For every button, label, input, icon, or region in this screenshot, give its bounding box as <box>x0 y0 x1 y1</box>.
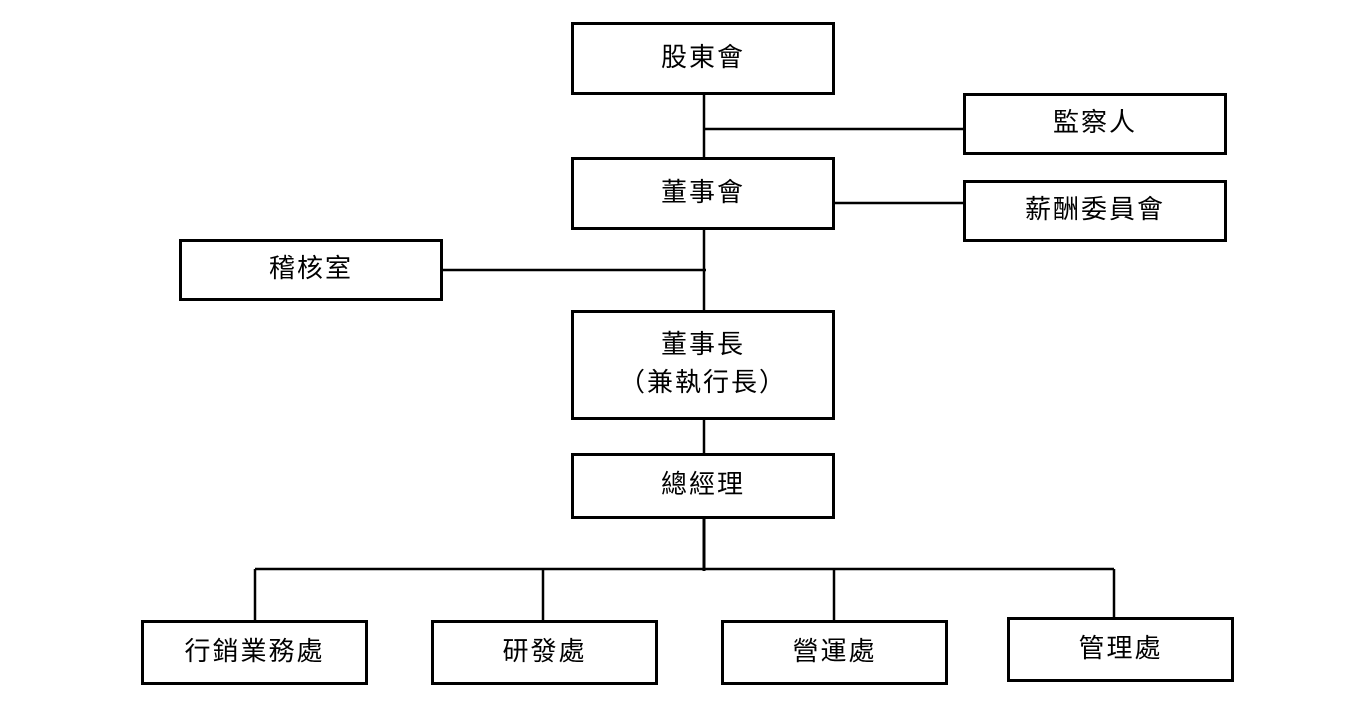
supervisor-label: 監察人 <box>1052 108 1137 139</box>
department-label: 行銷業務處 <box>184 636 325 667</box>
department-sales-marketing-box: 行銷業務處 <box>141 620 368 685</box>
chairman-subtitle: （兼執行長） <box>618 368 787 398</box>
department-label: 管理處 <box>1078 633 1163 664</box>
department-label: 研發處 <box>502 636 587 667</box>
shareholders-box: 股東會 <box>571 22 835 95</box>
board-label: 董事會 <box>660 177 745 208</box>
department-administration-box: 管理處 <box>1007 617 1234 682</box>
supervisor-box: 監察人 <box>963 93 1227 155</box>
department-operations-box: 營運處 <box>721 620 948 685</box>
compensation-committee-box: 薪酬委員會 <box>963 180 1227 242</box>
chairman-title: 董事長 <box>660 330 745 361</box>
chairman-box: 董事長 （兼執行長） <box>571 310 835 420</box>
general-manager-label: 總經理 <box>660 470 745 501</box>
general-manager-box: 總經理 <box>571 453 835 519</box>
internal-audit-box: 稽核室 <box>179 239 443 301</box>
compensation-committee-label: 薪酬委員會 <box>1024 195 1165 226</box>
shareholders-label: 股東會 <box>660 42 745 73</box>
board-box: 董事會 <box>571 157 835 230</box>
department-label: 營運處 <box>792 636 877 667</box>
internal-audit-label: 稽核室 <box>268 254 353 285</box>
department-rnd-box: 研發處 <box>431 620 658 685</box>
